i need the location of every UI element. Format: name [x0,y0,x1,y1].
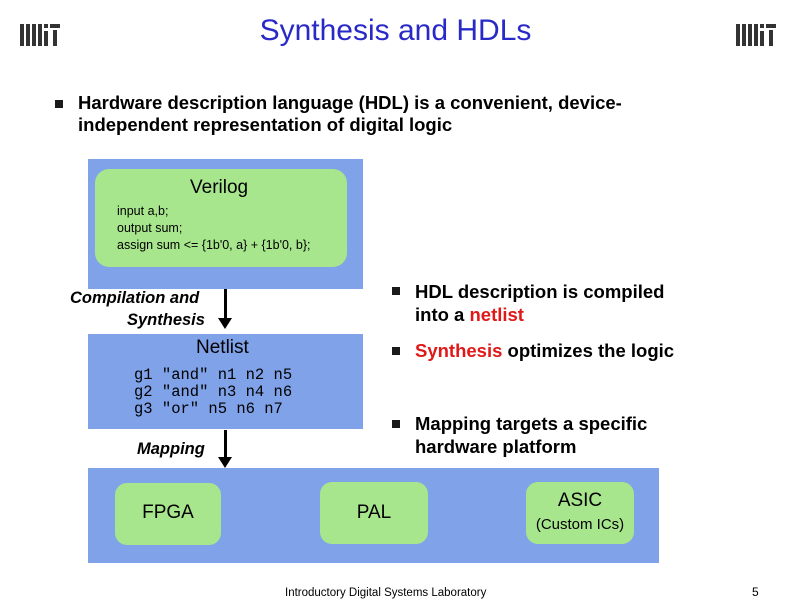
netlist-panel [88,334,363,429]
netlist-code-line: g3 "or" n5 n6 n7 [134,400,283,418]
asic-label: ASIC [557,490,603,511]
bullet-square-icon [55,100,63,108]
bullet-text: HDL description is compiled [415,281,665,302]
bullet-square-icon [392,287,400,295]
footer-text: Introductory Digital Systems Laboratory [285,587,487,599]
mapping-arrow-shaft [224,430,227,458]
synthesis-highlight: Synthesis [415,340,503,361]
pal-box [320,482,428,544]
mapping-arrow-icon [218,457,232,468]
mapping-label: Mapping [137,440,205,458]
bullet-text: hardware platform [415,436,577,457]
verilog-code-line: input a,b; [117,204,169,218]
verilog-code-line: output sum; [117,221,183,235]
compilation-label-line2: Synthesis [127,311,205,329]
page-number: 5 [752,585,759,599]
bullet-text: into a [415,304,470,325]
compilation-arrow-shaft [224,289,227,319]
verilog-title: Verilog [190,177,249,198]
compilation-label-line1: Compilation and [70,289,200,307]
compilation-arrow-icon [218,318,232,329]
asic-sublabel: (Custom ICs) [535,516,625,533]
verilog-code-line: assign sum <= {1b'0, a} + {1b'0, b}; [117,238,311,252]
fpga-label: FPGA [142,502,194,523]
fpga-box [115,483,221,545]
asic-box [526,482,634,544]
netlist-code-line: g1 "and" n1 n2 n5 [134,366,293,384]
pal-label: PAL [356,502,392,523]
verilog-box [95,169,347,267]
netlist-title: Netlist [196,337,249,358]
main-bullet-text: Hardware description language (HDL) is a… [78,92,622,135]
netlist-code-line: g2 "and" n3 n4 n6 [134,383,293,401]
mit-logo-left [20,24,60,46]
right-bullet-compiled: HDL description is compiled into a netli… [415,280,664,326]
bullet-text: optimizes the logic [502,340,675,361]
bullet-square-icon [392,420,400,428]
right-bullet-synthesis: Synthesis optimizes the logic [415,339,674,362]
bullet-text: Mapping targets a specific [415,413,648,434]
slide-title: Synthesis and HDLs [259,14,532,47]
netlist-highlight: netlist [469,304,524,325]
mit-logo-right [736,24,776,46]
bullet-square-icon [392,347,400,355]
right-bullet-mapping: Mapping targets a specific hardware plat… [415,412,647,458]
